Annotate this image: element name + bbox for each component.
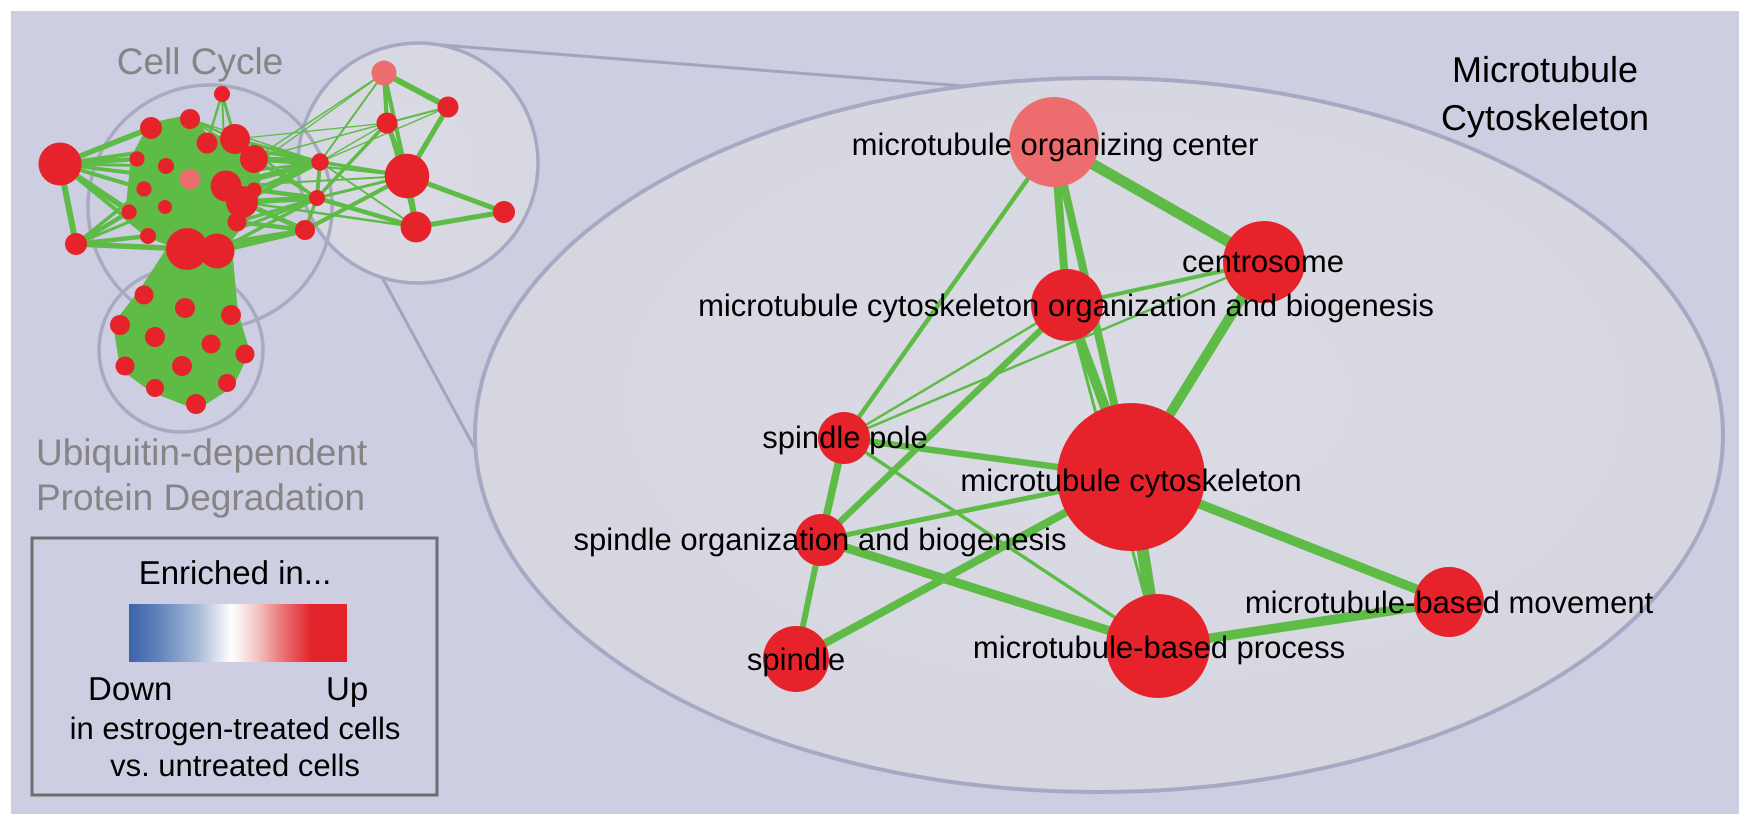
svg-text:microtubule-based movement: microtubule-based movement — [1245, 585, 1654, 620]
svg-text:Enriched in...: Enriched in... — [139, 554, 332, 591]
svg-text:Ubiquitin-dependent: Ubiquitin-dependent — [36, 432, 368, 473]
svg-text:Protein Degradation: Protein Degradation — [36, 477, 365, 518]
svg-text:microtubule-based process: microtubule-based process — [973, 630, 1345, 665]
svg-text:Cell Cycle: Cell Cycle — [117, 41, 284, 82]
svg-text:Down: Down — [88, 670, 172, 707]
svg-text:vs. untreated cells: vs. untreated cells — [110, 748, 360, 783]
svg-text:Cytoskeleton: Cytoskeleton — [1441, 97, 1649, 138]
svg-text:microtubule organizing center: microtubule organizing center — [852, 127, 1259, 162]
svg-text:spindle: spindle — [747, 642, 845, 677]
svg-text:Up: Up — [326, 670, 368, 707]
svg-text:in estrogen-treated cells: in estrogen-treated cells — [70, 711, 401, 746]
svg-text:spindle pole: spindle pole — [762, 420, 927, 455]
svg-text:microtubule cytoskeleton: microtubule cytoskeleton — [960, 463, 1301, 498]
svg-text:spindle organization and bioge: spindle organization and biogenesis — [574, 522, 1067, 557]
svg-text:centrosome: centrosome — [1182, 244, 1344, 279]
svg-text:Microtubule: Microtubule — [1452, 49, 1638, 90]
svg-text:microtubule cytoskeleton organ: microtubule cytoskeleton organization an… — [698, 288, 1434, 323]
